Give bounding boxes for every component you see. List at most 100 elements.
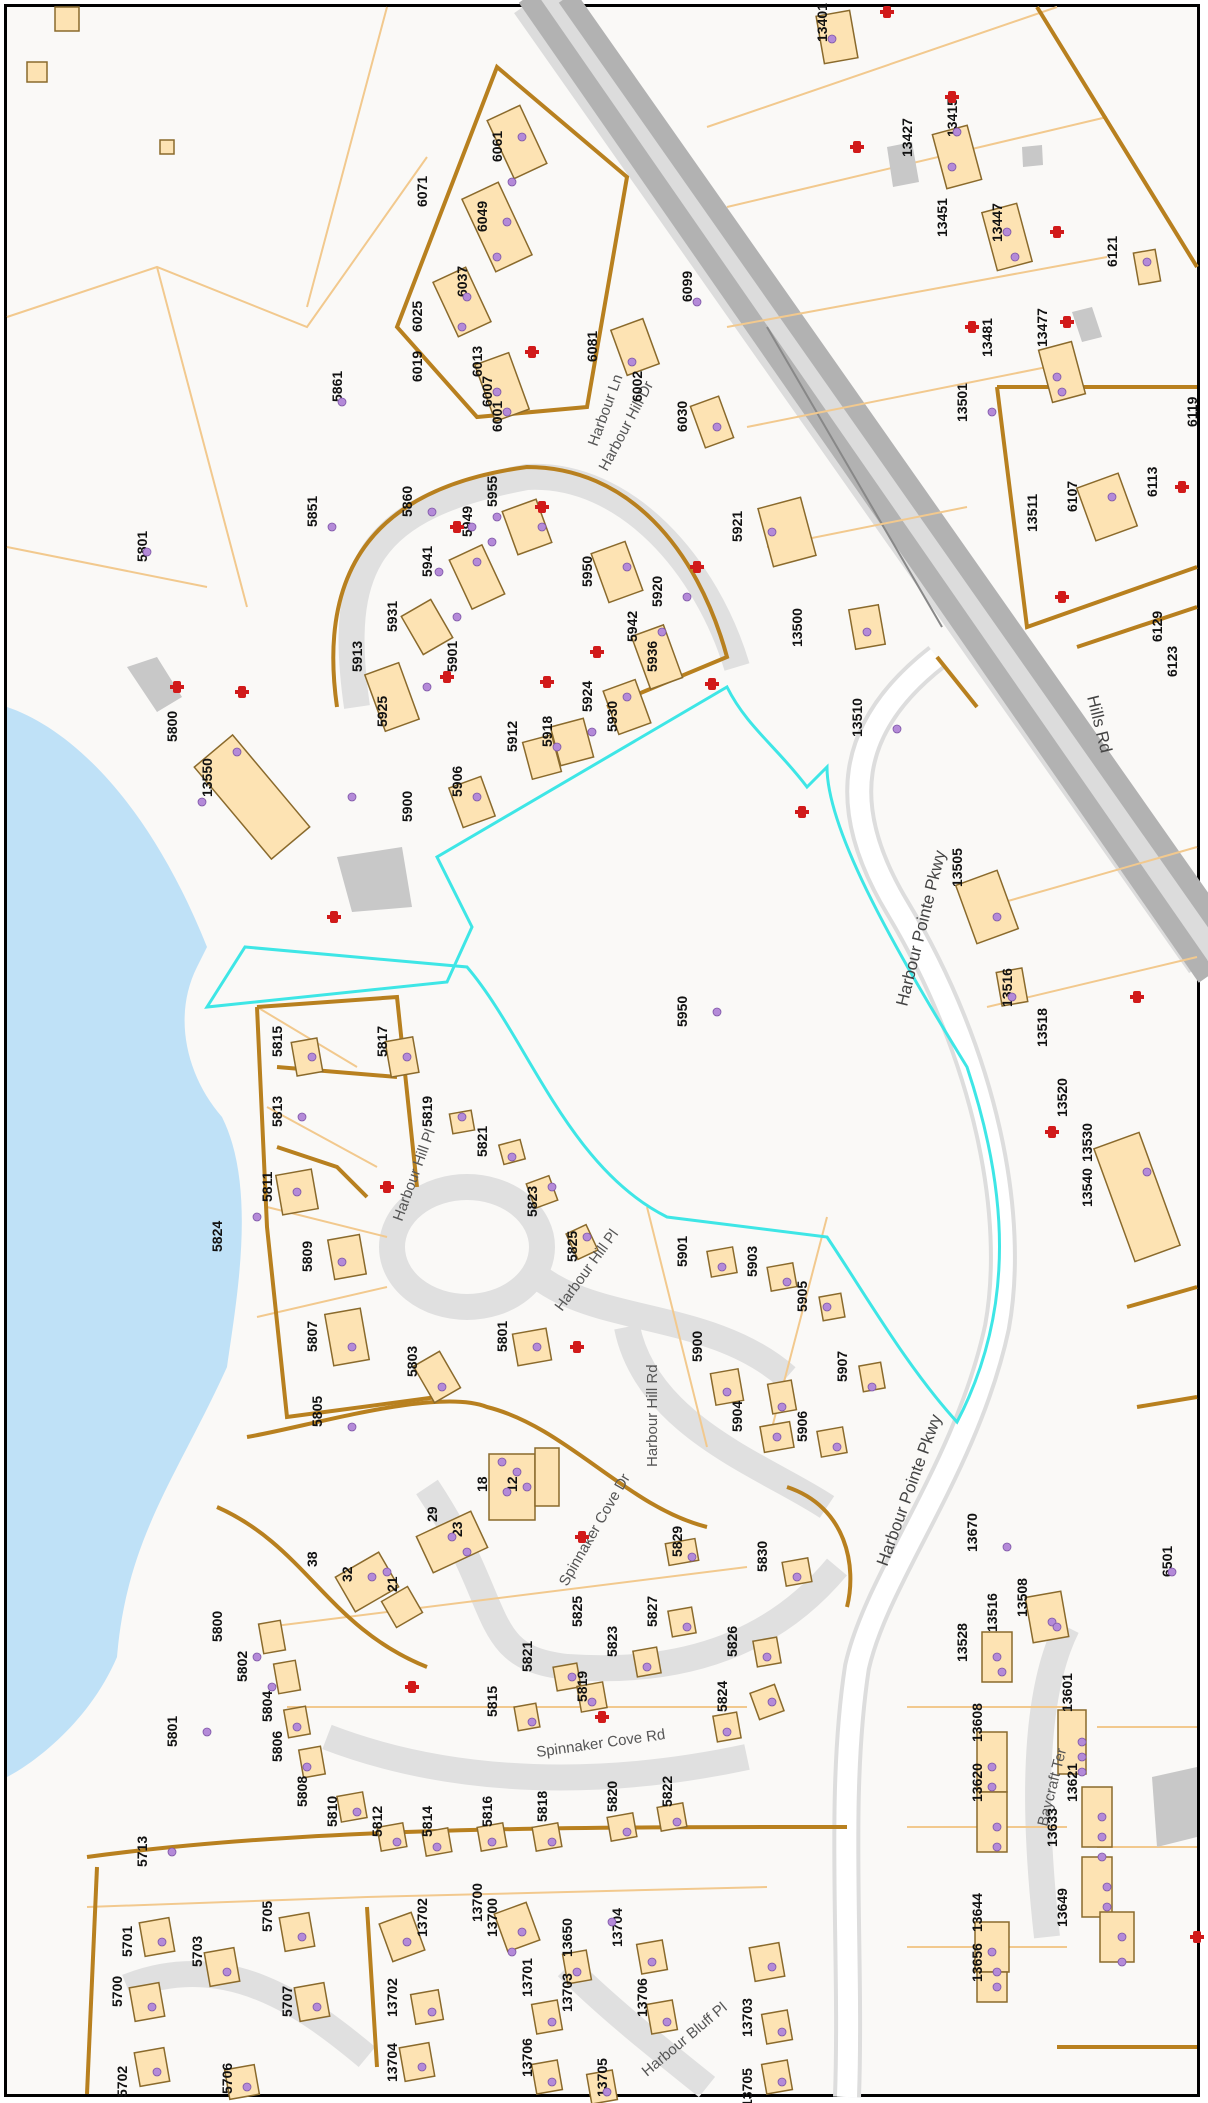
address-point[interactable] — [497, 1457, 507, 1467]
address-point[interactable] — [992, 1842, 1002, 1852]
address-point[interactable] — [537, 522, 547, 532]
address-point[interactable] — [892, 724, 902, 734]
address-point[interactable] — [547, 1837, 557, 1847]
address-point[interactable] — [522, 1482, 532, 1492]
address-point[interactable] — [517, 1927, 527, 1937]
address-point[interactable] — [502, 407, 512, 417]
address-point[interactable] — [1077, 1737, 1087, 1747]
address-point[interactable] — [507, 177, 517, 187]
address-point[interactable] — [602, 2087, 612, 2097]
address-point[interactable] — [1077, 1767, 1087, 1777]
address-point[interactable] — [862, 627, 872, 637]
address-point[interactable] — [432, 1842, 442, 1852]
address-point[interactable] — [717, 1262, 727, 1272]
address-point[interactable] — [827, 34, 837, 44]
address-point[interactable] — [492, 252, 502, 262]
address-point[interactable] — [572, 1967, 582, 1977]
address-point[interactable] — [462, 1547, 472, 1557]
address-point[interactable] — [987, 407, 997, 417]
address-point[interactable] — [1057, 387, 1067, 397]
address-point[interactable] — [662, 2017, 672, 2027]
address-point[interactable] — [1097, 1832, 1107, 1842]
address-point[interactable] — [762, 1652, 772, 1662]
address-point[interactable] — [352, 1807, 362, 1817]
address-point[interactable] — [152, 2067, 162, 2077]
address-point[interactable] — [467, 522, 477, 532]
address-point[interactable] — [462, 292, 472, 302]
address-point[interactable] — [302, 1762, 312, 1772]
address-point[interactable] — [422, 682, 432, 692]
address-point[interactable] — [992, 1982, 1002, 1992]
address-point[interactable] — [367, 1572, 377, 1582]
address-point[interactable] — [1117, 1932, 1127, 1942]
address-point[interactable] — [427, 507, 437, 517]
address-point[interactable] — [1007, 992, 1017, 1002]
address-point[interactable] — [1142, 257, 1152, 267]
address-point[interactable] — [437, 1382, 447, 1392]
address-point[interactable] — [292, 1187, 302, 1197]
address-point[interactable] — [312, 2002, 322, 2012]
address-point[interactable] — [427, 2007, 437, 2017]
address-point[interactable] — [252, 1652, 262, 1662]
address-point[interactable] — [582, 1232, 592, 1242]
address-point[interactable] — [267, 1682, 277, 1692]
address-point[interactable] — [552, 742, 562, 752]
address-point[interactable] — [507, 1152, 517, 1162]
address-point[interactable] — [682, 592, 692, 602]
address-point[interactable] — [647, 1957, 657, 1967]
address-point[interactable] — [222, 1967, 232, 1977]
address-point[interactable] — [434, 567, 444, 577]
address-point[interactable] — [622, 1827, 632, 1837]
address-point[interactable] — [242, 2082, 252, 2092]
address-point[interactable] — [777, 1402, 787, 1412]
address-point[interactable] — [487, 1837, 497, 1847]
address-point[interactable] — [992, 1652, 1002, 1662]
address-point[interactable] — [327, 522, 337, 532]
address-point[interactable] — [1167, 1567, 1177, 1577]
address-point[interactable] — [657, 627, 667, 637]
address-point[interactable] — [337, 397, 347, 407]
address-point[interactable] — [672, 1817, 682, 1827]
address-point[interactable] — [457, 1112, 467, 1122]
address-point[interactable] — [517, 132, 527, 142]
address-point[interactable] — [607, 1917, 617, 1927]
address-point[interactable] — [487, 537, 497, 547]
address-point[interactable] — [622, 562, 632, 572]
address-point[interactable] — [722, 1727, 732, 1737]
address-point[interactable] — [472, 557, 482, 567]
address-point[interactable] — [492, 512, 502, 522]
address-point[interactable] — [382, 1567, 392, 1577]
address-point[interactable] — [832, 1442, 842, 1452]
address-point[interactable] — [767, 1962, 777, 1972]
address-point[interactable] — [567, 1672, 577, 1682]
address-point[interactable] — [507, 1947, 517, 1957]
address-point[interactable] — [502, 1487, 512, 1497]
address-point[interactable] — [402, 1052, 412, 1062]
address-point[interactable] — [402, 1937, 412, 1947]
address-point[interactable] — [307, 1052, 317, 1062]
address-point[interactable] — [1077, 1752, 1087, 1762]
address-point[interactable] — [712, 422, 722, 432]
address-point[interactable] — [767, 1697, 777, 1707]
address-point[interactable] — [712, 1007, 722, 1017]
address-point[interactable] — [1102, 1882, 1112, 1892]
address-point[interactable] — [532, 1342, 542, 1352]
address-point[interactable] — [157, 1937, 167, 1947]
address-point[interactable] — [547, 2017, 557, 2027]
highlighted-parcel-5950[interactable] — [204, 684, 1001, 1425]
address-point[interactable] — [987, 1762, 997, 1772]
address-point[interactable] — [1052, 1622, 1062, 1632]
address-point[interactable] — [1010, 252, 1020, 262]
address-point[interactable] — [822, 1302, 832, 1312]
address-point[interactable] — [297, 1112, 307, 1122]
address-point[interactable] — [347, 792, 357, 802]
address-point[interactable] — [767, 527, 777, 537]
address-point[interactable] — [512, 1467, 522, 1477]
address-point[interactable] — [1107, 492, 1117, 502]
address-point[interactable] — [232, 747, 242, 757]
address-point[interactable] — [642, 1662, 652, 1672]
address-point[interactable] — [867, 1382, 877, 1392]
address-point[interactable] — [587, 1697, 597, 1707]
address-point[interactable] — [202, 1727, 212, 1737]
address-point[interactable] — [622, 692, 632, 702]
